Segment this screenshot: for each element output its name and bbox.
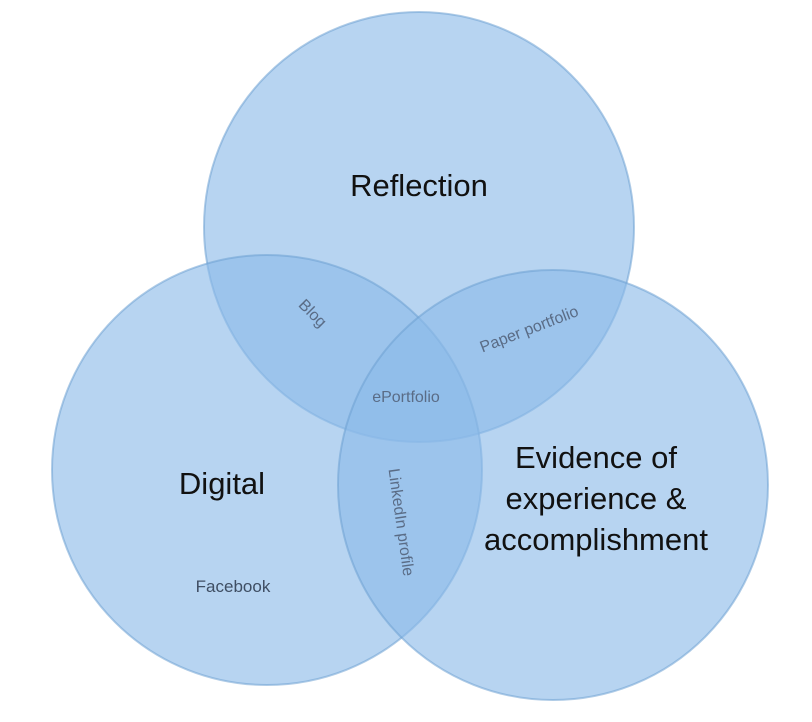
label-eportfolio: ePortfolio xyxy=(372,389,440,406)
label-evidence-line3: accomplishment xyxy=(484,522,708,557)
label-digital: Digital xyxy=(179,466,265,501)
label-reflection: Reflection xyxy=(350,168,488,203)
label-facebook: Facebook xyxy=(196,577,271,596)
label-evidence-line2: experience & xyxy=(506,481,687,516)
circle-evidence xyxy=(337,269,769,701)
label-evidence-line1: Evidence of xyxy=(515,440,677,475)
